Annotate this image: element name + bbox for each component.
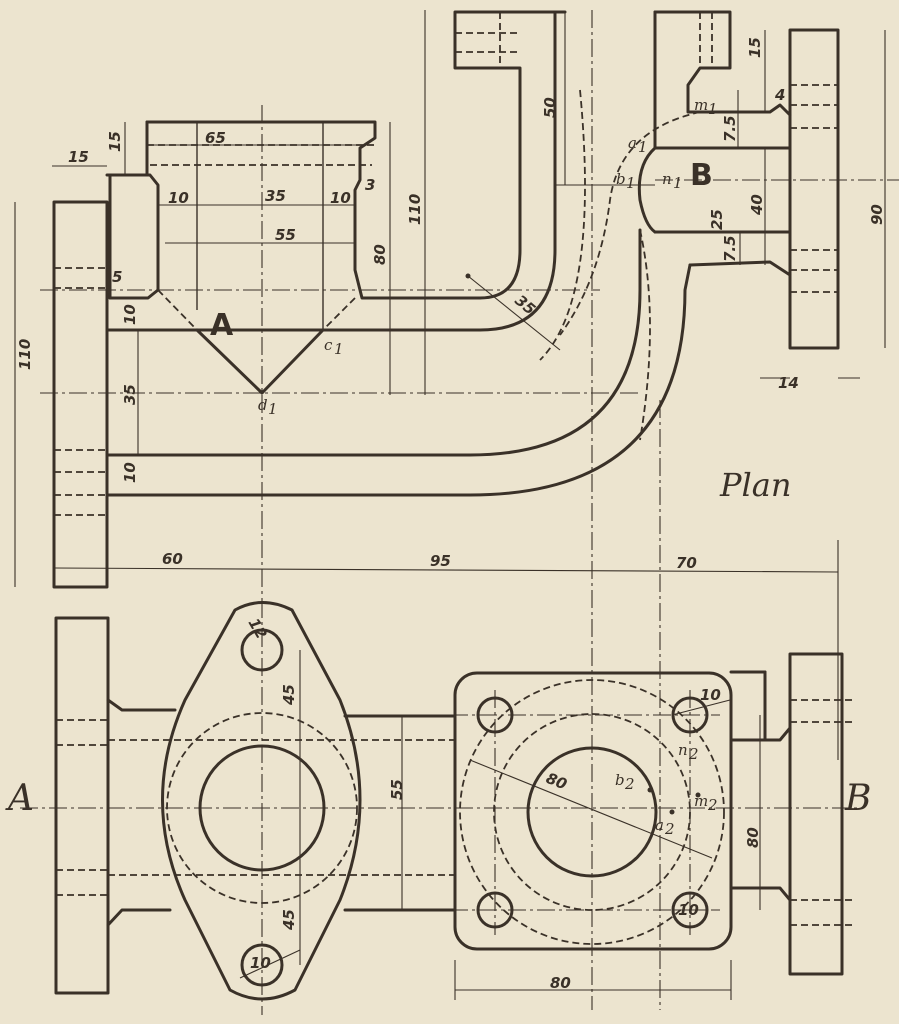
dim-10-hole-br: 10 (678, 901, 699, 919)
point-n1: n (662, 170, 672, 188)
dim-70: 70 (676, 554, 697, 572)
sub-n2: 2 (688, 745, 699, 763)
sub-a1: 1 (638, 138, 648, 156)
dim-10-a: 10 (168, 189, 189, 207)
sub-b1: 1 (626, 174, 636, 192)
point-n2: n (678, 741, 688, 759)
dim-35-top: 35 (265, 187, 286, 205)
flange-a-elevation (161, 601, 362, 1001)
dim-10-hole-bot: 10 (250, 954, 271, 972)
dim-90: 90 (868, 204, 886, 225)
point-m2: m (694, 792, 708, 810)
dim-80-diag: 80 (544, 769, 570, 794)
arc-center-point (465, 273, 471, 279)
sub-m2: 2 (707, 796, 718, 814)
left-flange-plan (52, 200, 109, 589)
dim-10-hole-tr: 10 (700, 686, 721, 704)
dim-55-mid: 55 (388, 779, 406, 800)
dim-10-d: 10 (121, 462, 139, 483)
sub-n1: 1 (673, 174, 683, 192)
plan-view (14, 10, 899, 1010)
bolt-circle-b-outer (459, 679, 725, 945)
dim-14: 14 (778, 374, 799, 392)
view-title: Plan (719, 466, 791, 504)
dim-10-c: 10 (121, 304, 139, 325)
dim-15-right: 15 (746, 37, 764, 58)
part-label-b: B (690, 158, 713, 193)
labels: Plan A B A B a 1 b 1 n 1 m 1 c 1 d 1 a 2… (5, 37, 886, 992)
dim-80-vert: 80 (744, 827, 762, 848)
point-a2-dot (669, 809, 675, 815)
point-b1: b (616, 170, 626, 188)
point-a1: a (628, 134, 637, 152)
dim-3: 3 (365, 176, 375, 194)
flange-a-plan (145, 120, 482, 300)
dim-40: 40 (748, 194, 766, 216)
dim-10-b: 10 (330, 189, 351, 207)
dim-7-5-a: 7.5 (721, 115, 739, 142)
dim-15-top: 15 (106, 131, 124, 152)
point-m2-dot (695, 792, 701, 798)
dim-55-top: 55 (275, 226, 296, 244)
dim-15-left: 15 (68, 148, 89, 166)
dim-110-mid: 110 (406, 194, 424, 225)
dim-25: 25 (708, 209, 726, 230)
sub-b2: 2 (624, 775, 635, 793)
point-d1: d (258, 396, 268, 414)
dim-12: 12 (245, 615, 271, 642)
end-label-right: B (844, 778, 871, 819)
point-c1: c (324, 336, 333, 354)
part-label-a: A (210, 308, 234, 343)
dim-35-left: 35 (121, 384, 139, 405)
point-b2: b (615, 771, 625, 789)
dim-60: 60 (162, 550, 183, 568)
dim-7-5-b: 7.5 (721, 235, 739, 262)
right-flange-plan (788, 28, 840, 350)
dim-65: 65 (205, 129, 226, 147)
right-flange-elevation (788, 652, 844, 976)
sub-a2: 2 (664, 820, 675, 838)
dim-50: 50 (541, 97, 559, 118)
point-m1: m (694, 96, 708, 114)
dim-80-bottom: 80 (550, 974, 571, 992)
branch-b-plan (653, 10, 792, 117)
dim-45-bot: 45 (280, 909, 298, 931)
dim-95: 95 (430, 552, 451, 570)
flange-b-elevation (453, 671, 733, 951)
dim-4: 4 (774, 86, 785, 104)
point-a2: a (655, 816, 664, 834)
sub-m1: 1 (708, 100, 718, 118)
dim-110-left: 110 (16, 339, 34, 370)
left-flange-elevation (54, 616, 110, 995)
end-label-left: A (5, 778, 34, 819)
dim-5: 5 (112, 268, 122, 286)
dim-80-mid: 80 (371, 244, 389, 265)
sub-d1: 1 (268, 400, 278, 418)
elevation-view (20, 600, 860, 1015)
point-b2-dot (647, 787, 653, 793)
bore-b (526, 746, 658, 878)
dim-45-top: 45 (280, 684, 298, 706)
sub-c1: 1 (334, 340, 344, 358)
